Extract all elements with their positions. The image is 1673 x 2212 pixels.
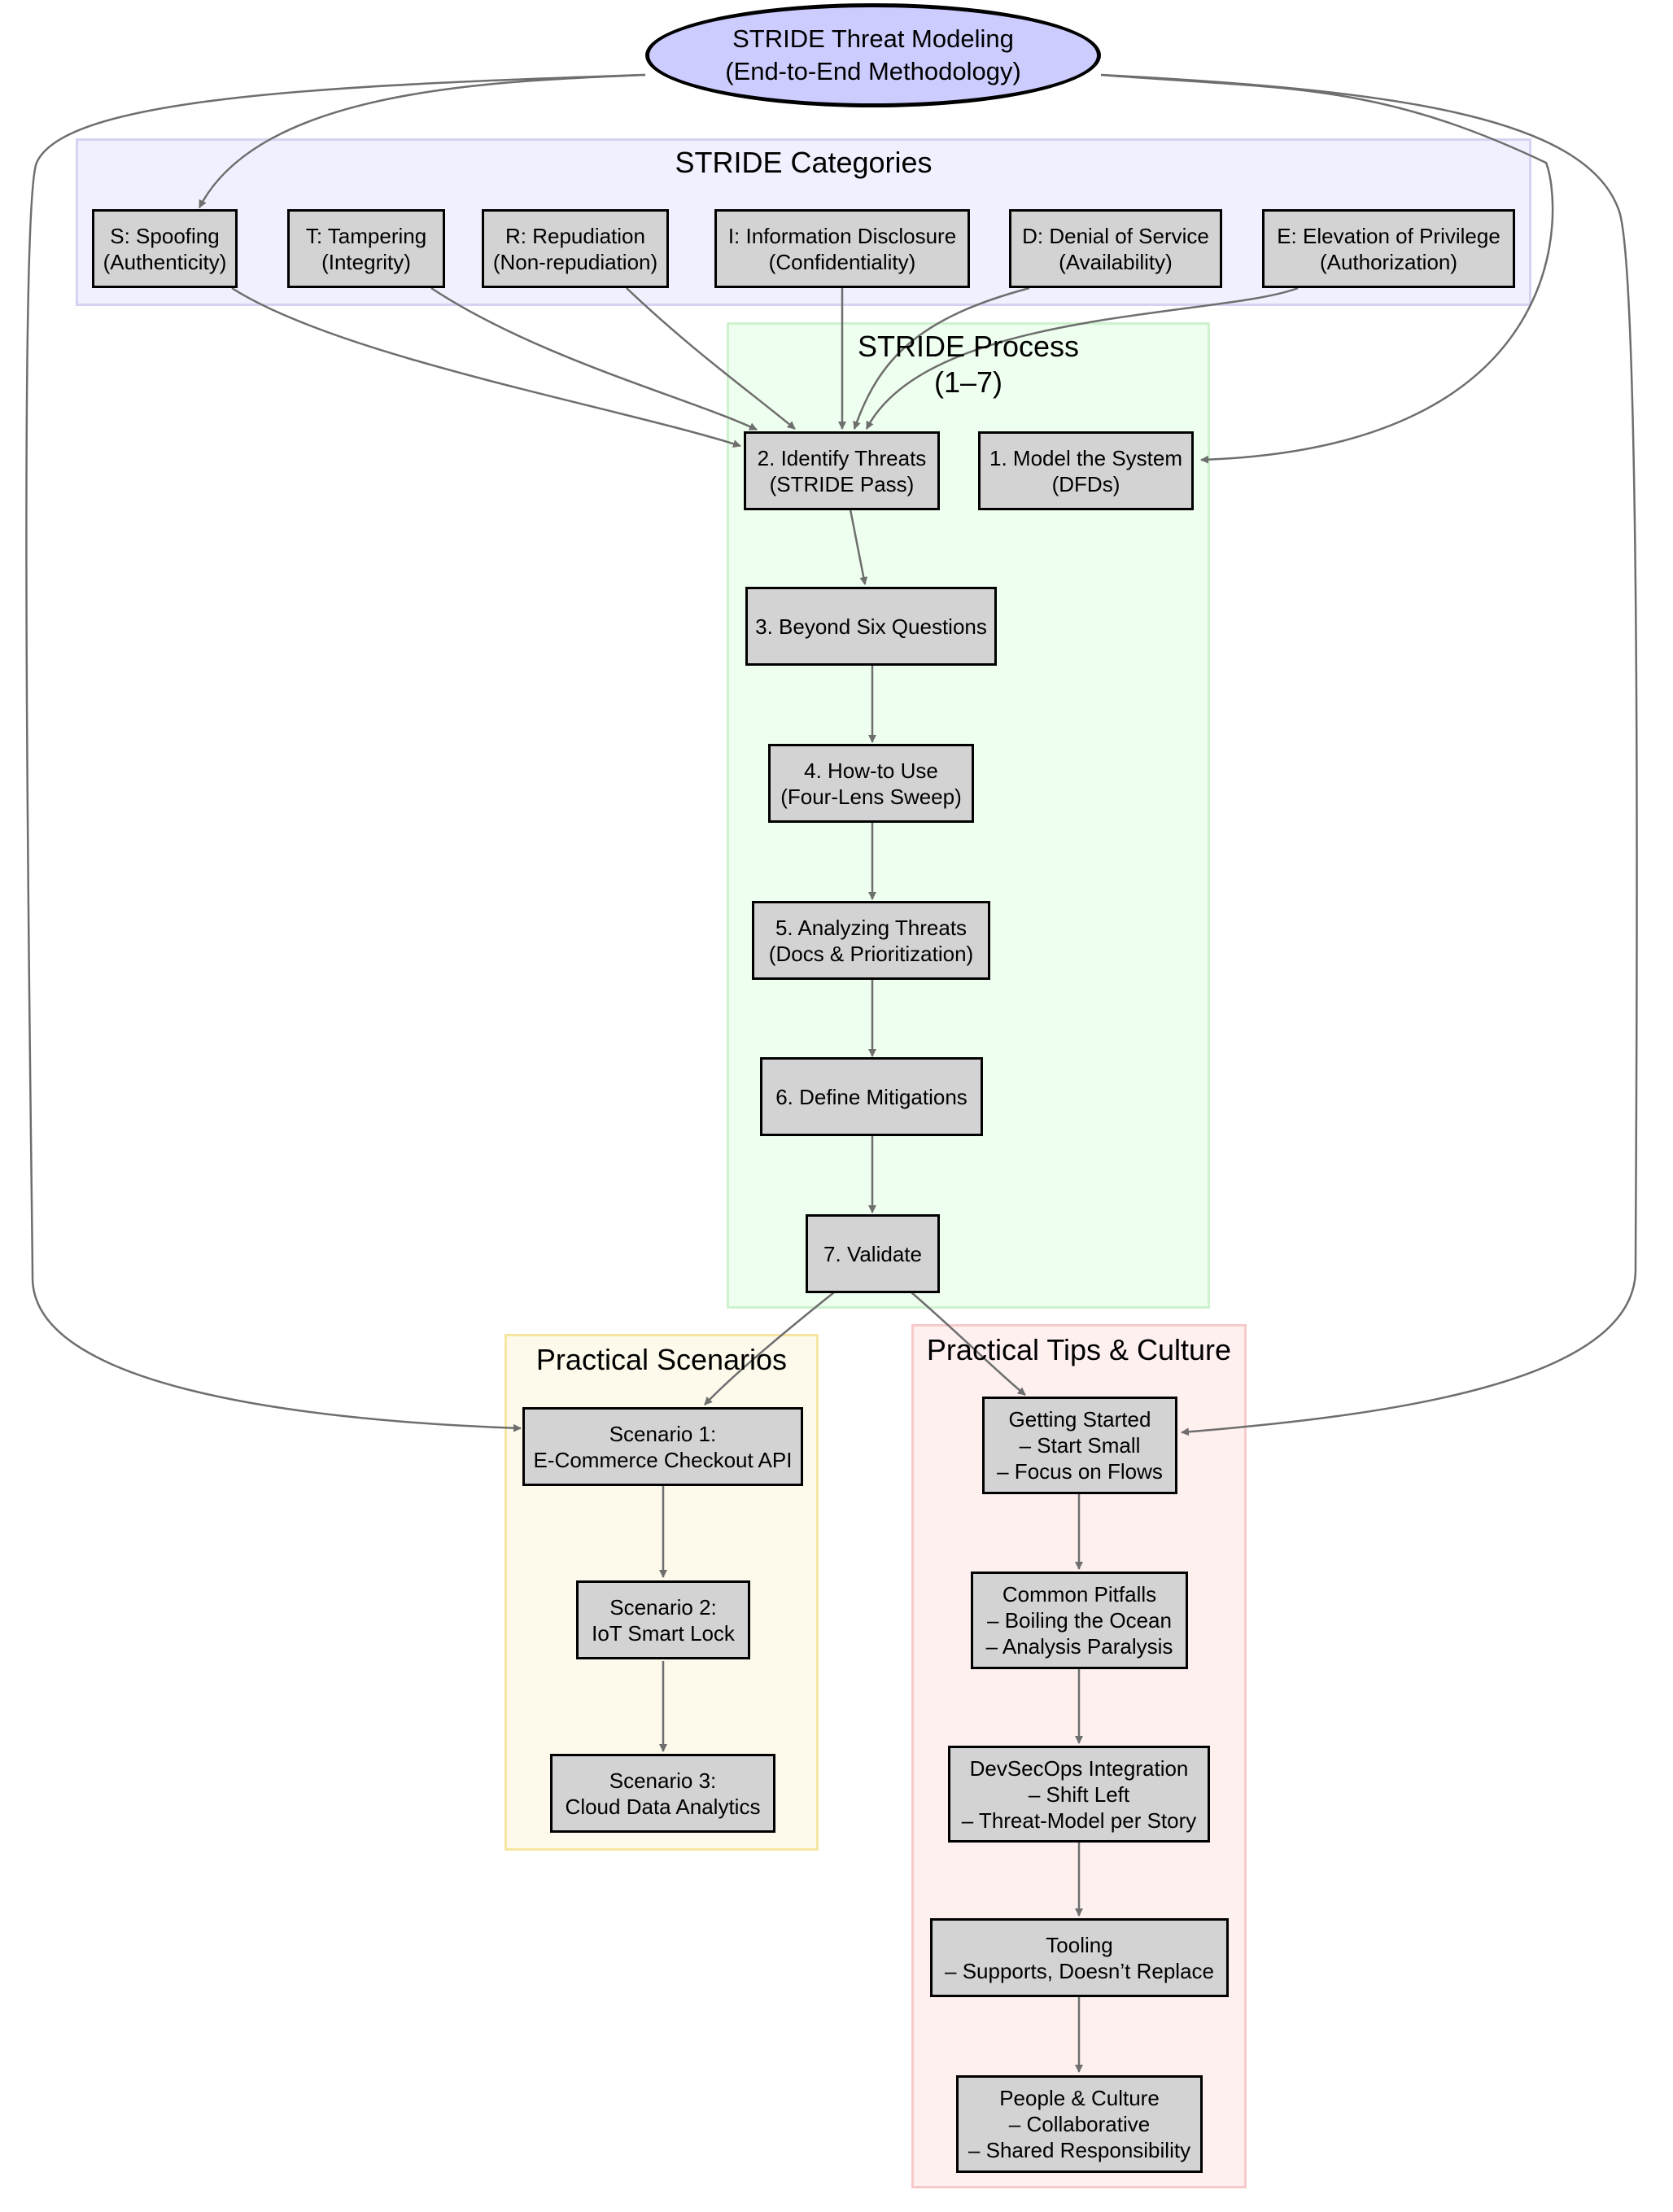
edge-tampering-to-identify [430, 286, 758, 431]
edge-step2-to-step3 [849, 509, 868, 585]
process-step-5-analyzing-threats: 5. Analyzing Threats (Docs & Prioritizat… [752, 901, 990, 980]
process-step-6-define-mitigations: 6. Define Mitigations [760, 1057, 983, 1136]
process-step-2-identify-threats: 2. Identify Threats (STRIDE Pass) [744, 431, 940, 510]
edge-root-to-scenario-1 [25, 73, 646, 1432]
tip-people-and-culture: People & Culture – Collaborative – Share… [956, 2075, 1203, 2173]
scenario-1-ecommerce-checkout: Scenario 1: E-Commerce Checkout API [522, 1407, 803, 1486]
scenarios-cluster-title: Practical Scenarios [535, 1343, 788, 1376]
edge-repudiation-to-identify [626, 287, 796, 430]
tip-common-pitfalls: Common Pitfalls – Boiling the Ocean – An… [971, 1572, 1188, 1669]
edge-validate-to-getting-started [911, 1292, 1026, 1396]
edge-dos-to-identify [853, 286, 1030, 430]
edge-spoofing-to-identify [231, 286, 741, 448]
category-spoofing: S: Spoofing (Authenticity) [92, 209, 238, 288]
category-tampering: T: Tampering (Integrity) [287, 209, 445, 288]
root-node-stride-threat-modeling: STRIDE Threat Modeling (End-to-End Metho… [645, 3, 1101, 107]
scenario-3-cloud-data-analytics: Scenario 3: Cloud Data Analytics [550, 1754, 775, 1833]
categories-cluster-title: STRIDE Categories [675, 146, 933, 179]
process-step-4-how-to-use: 4. How-to Use (Four-Lens Sweep) [768, 744, 974, 823]
process-step-3-beyond-six-questions: 3. Beyond Six Questions [745, 587, 997, 666]
process-step-1-model-system: 1. Model the System (DFDs) [978, 431, 1194, 510]
edge-root-to-getting-started [1100, 73, 1638, 1436]
category-information-disclosure: I: Information Disclosure (Confidentiali… [714, 209, 970, 288]
category-denial-of-service: D: Denial of Service (Availability) [1009, 209, 1222, 288]
tip-tooling: Tooling – Supports, Doesn’t Replace [930, 1918, 1229, 1997]
process-step-7-validate: 7. Validate [806, 1214, 940, 1293]
edge-validate-to-scenario-1 [704, 1292, 835, 1405]
scenario-2-iot-smart-lock: Scenario 2: IoT Smart Lock [576, 1580, 750, 1659]
tip-getting-started: Getting Started – Start Small – Focus on… [982, 1397, 1177, 1494]
tip-devsecops-integration: DevSecOps Integration – Shift Left – Thr… [948, 1746, 1210, 1843]
edge-eop-to-identify [865, 286, 1299, 430]
tips-cluster-title: Practical Tips & Culture [926, 1333, 1232, 1366]
category-repudiation: R: Repudiation (Non-repudiation) [482, 209, 669, 288]
category-elevation-of-privilege: E: Elevation of Privilege (Authorization… [1262, 209, 1515, 288]
process-cluster-title: STRIDE Process (1–7) [857, 330, 1080, 399]
